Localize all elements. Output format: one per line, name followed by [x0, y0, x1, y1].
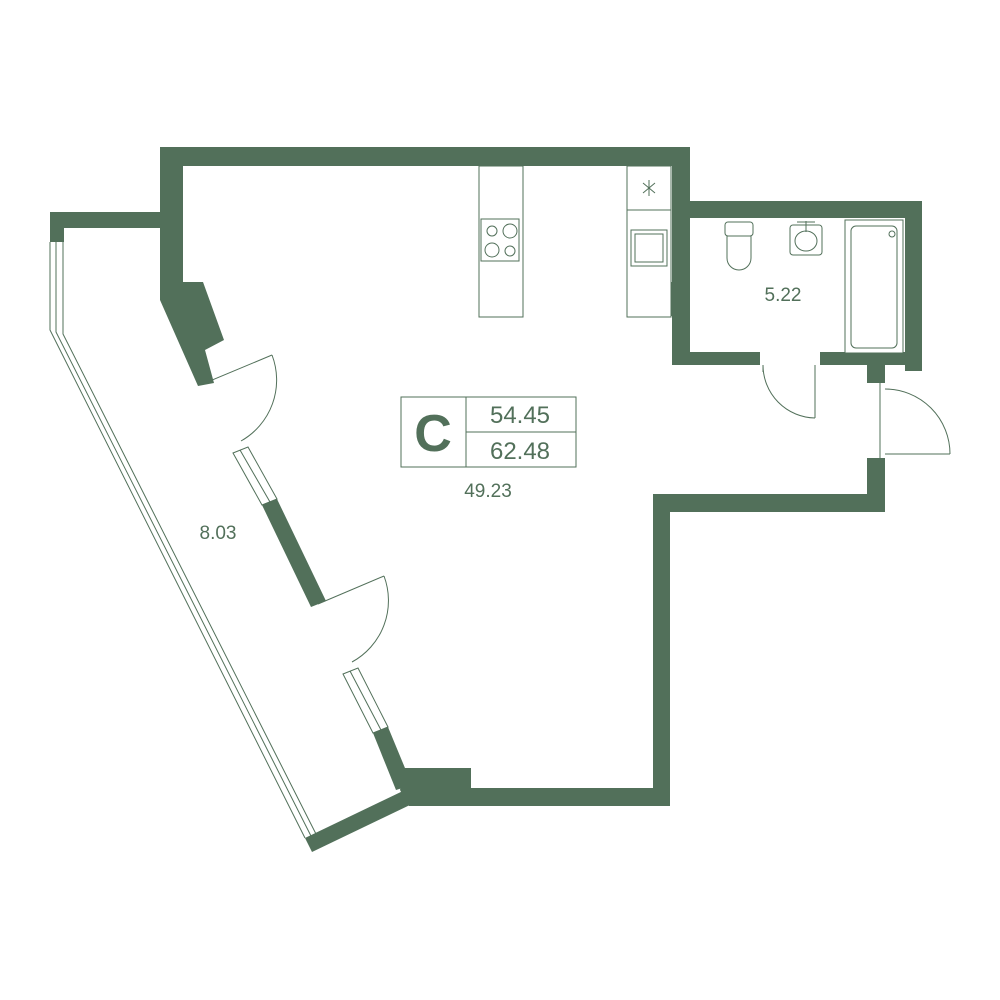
wall-top	[160, 147, 690, 166]
washbasin-icon	[789, 221, 823, 256]
wall-balcony-top	[50, 212, 170, 228]
ventilation-icon	[642, 180, 656, 196]
wall-balcony-top-end	[50, 212, 64, 242]
wall-bottom-pier	[400, 768, 670, 806]
wall-bath-bottom-right	[820, 352, 922, 365]
apartment-type-letter: C	[414, 405, 452, 463]
balcony-area: 8.03	[200, 523, 237, 544]
door-entrance[interactable]	[879, 383, 951, 458]
total-area-value: 62.48	[490, 438, 550, 465]
window-upper	[232, 446, 278, 506]
wall-bath-top	[672, 201, 922, 218]
toilet-icon	[724, 221, 754, 271]
stove-icon	[480, 218, 520, 262]
living-area-value: 54.45	[490, 402, 550, 429]
apartment-badge: C 54.45 62.48	[400, 396, 577, 468]
wall-bath-bottom-left	[672, 352, 760, 365]
door-bathroom[interactable]	[762, 364, 816, 419]
door-balcony-upper[interactable]	[204, 354, 278, 442]
wall-right-lower	[653, 494, 670, 806]
oven-icon	[630, 229, 668, 267]
wall-corridor-right	[867, 458, 885, 512]
window-lower	[342, 667, 389, 734]
wall-diagonal-mid	[262, 499, 326, 607]
door-balcony-lower[interactable]	[317, 575, 389, 663]
main-room-area: 49.23	[464, 481, 512, 502]
walls	[50, 147, 922, 852]
balcony-glazing	[49, 242, 317, 839]
wall-entry-jamb	[867, 365, 885, 383]
bathtub-icon	[844, 219, 904, 354]
wall-left-pier	[160, 282, 224, 386]
bathroom-area: 5.22	[765, 285, 802, 306]
wall-balcony-bottom	[305, 790, 412, 852]
wall-left-upper	[160, 147, 183, 282]
kitchen-counter	[626, 165, 672, 318]
wall-diagonal-lower	[373, 727, 412, 790]
kitchen-island	[478, 165, 524, 318]
wall-right-step	[653, 494, 885, 512]
wall-bath-left	[672, 147, 690, 365]
wall-bath-right	[905, 201, 922, 371]
